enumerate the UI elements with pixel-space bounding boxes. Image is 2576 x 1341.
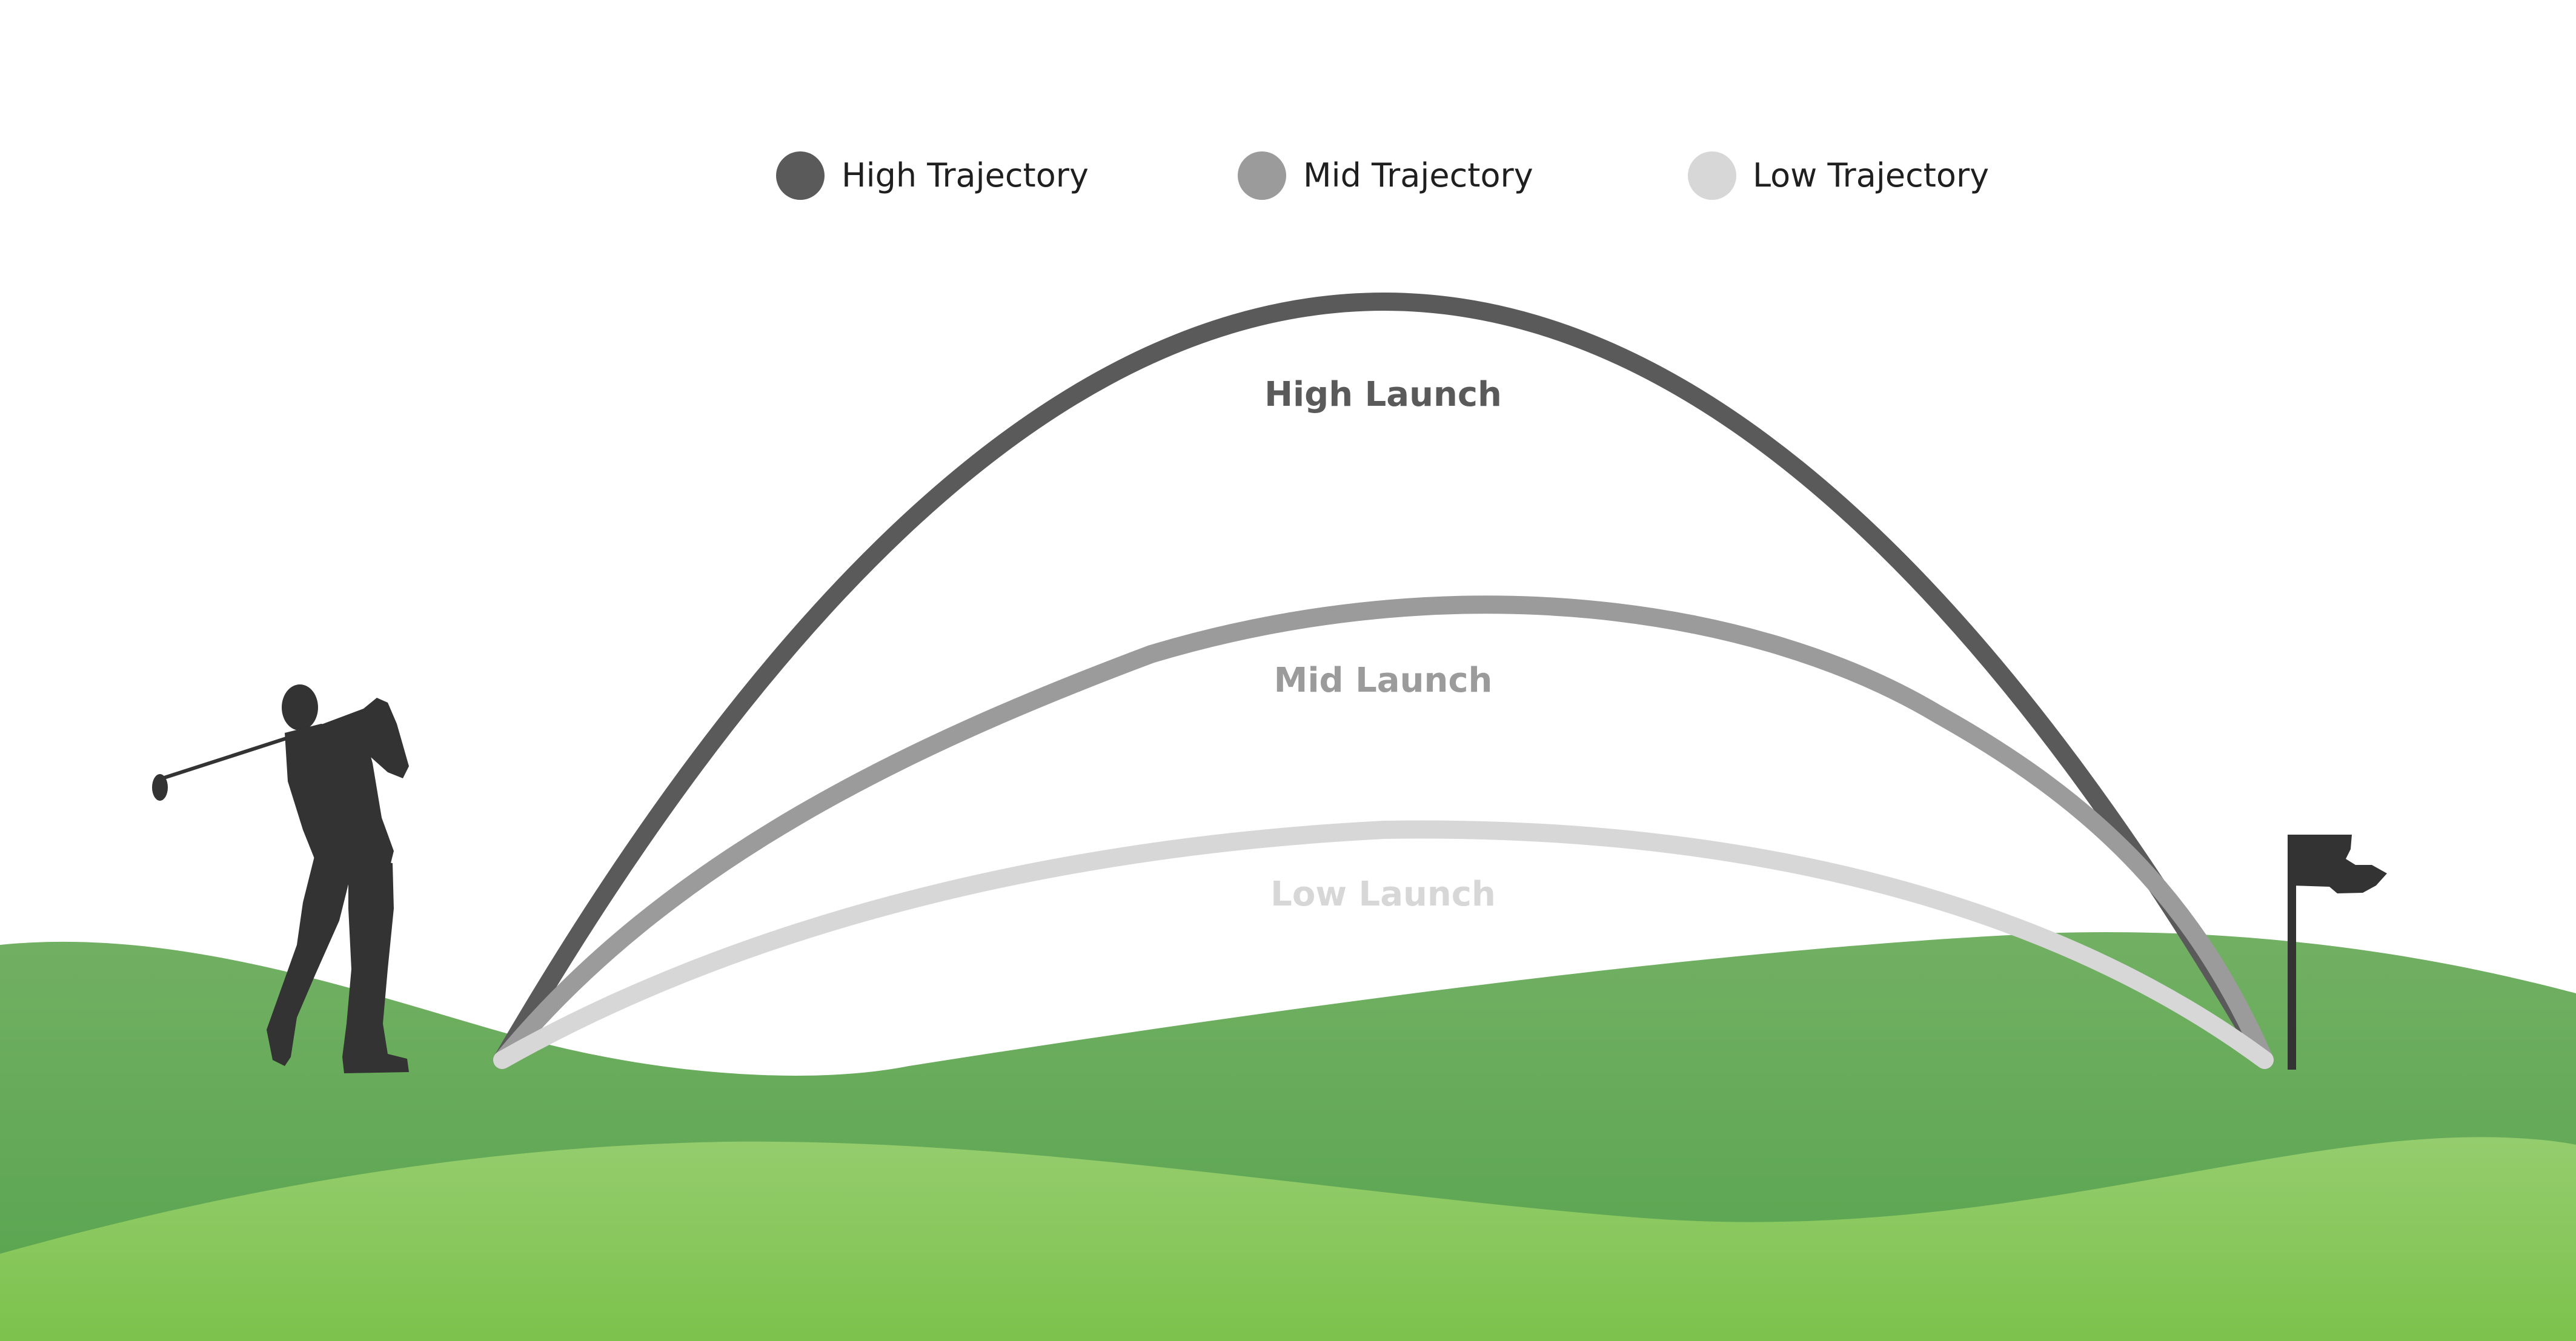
flag-pole: [2288, 835, 2296, 1070]
legend-swatch-low: [1688, 151, 1736, 200]
legend-label-low: Low Trajectory: [1753, 156, 1989, 194]
flag-banner: [2292, 835, 2387, 893]
legend-label-mid: Mid Trajectory: [1303, 156, 1533, 194]
trajectory-arcs: [493, 293, 2274, 1069]
fairway-front-hill: [0, 1137, 2576, 1341]
mid-trajectory-arc: [493, 595, 2274, 1069]
golf-club-head: [152, 774, 168, 801]
mid-launch-label: Mid Launch: [1274, 661, 1493, 700]
golfer-head: [282, 684, 318, 730]
legend-item-low: Low Trajectory: [1688, 151, 1989, 200]
high-launch-label: High Launch: [1264, 375, 1502, 414]
golfer-torso: [285, 724, 394, 866]
legend-swatch-high: [776, 151, 825, 200]
legend-item-mid: Mid Trajectory: [1238, 151, 1533, 200]
golfer-back-leg: [267, 854, 354, 1066]
golf-club-shaft: [162, 734, 294, 780]
flag-icon: [2288, 835, 2387, 1070]
low-launch-label: Low Launch: [1270, 875, 1496, 914]
golfer-silhouette: [152, 684, 409, 1073]
legend: High Trajectory Mid Trajectory Low Traje…: [776, 151, 1989, 200]
legend-label-high: High Trajectory: [842, 156, 1089, 194]
legend-item-high: High Trajectory: [776, 151, 1089, 200]
high-trajectory-arc: [493, 293, 2274, 1069]
golfer-arms: [315, 698, 409, 778]
golfer-front-leg: [342, 857, 409, 1073]
low-trajectory-arc: [493, 820, 2274, 1069]
legend-swatch-mid: [1238, 151, 1286, 200]
